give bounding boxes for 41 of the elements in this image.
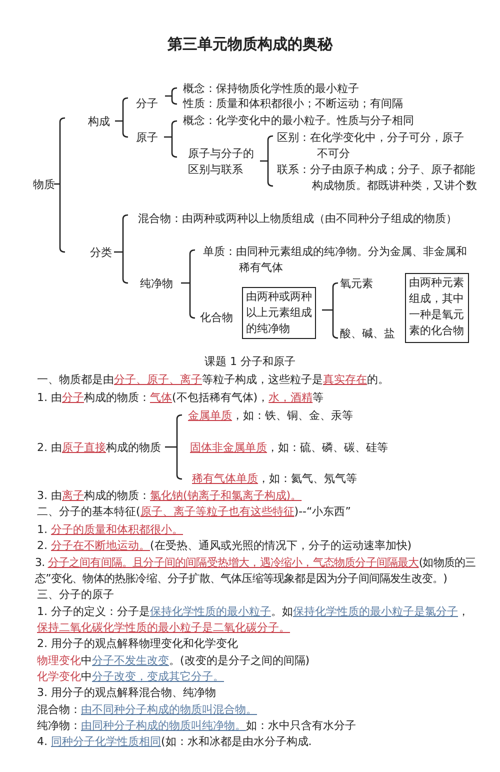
note-line: 混合物：由不同种分子构成的物质叫混合物。 (37, 702, 257, 718)
note-line: 1. 分子的质量和体积都很小。 (37, 522, 183, 538)
note-line: 4. 同种分子化学性质相同(如：水和冰都是由水分子构成. (37, 734, 312, 750)
note-line: 物理变化中分子不发生改变。(改变的是分子之间的间隔) (37, 653, 310, 669)
note-line: 2. 由原子直接构成的物质 (37, 440, 161, 456)
definition-text: 单质：由同种元素组成的纯净物。分为金属、非金属和稀有气体 (203, 244, 468, 276)
subheading: 2. 用分子的观点解释物理变化和化学变化 (37, 636, 238, 652)
branch-term: 纯净物 (140, 276, 173, 292)
branch-term: 氧元素 (340, 276, 373, 292)
branch-term: 分子 (136, 96, 158, 112)
note-line: 固体非金属单质，如：硫、磷、碳、硅等 (190, 440, 388, 456)
note-paragraph: 1. 分子的定义：分子是保持化学性质的最小粒子。如保持化学性质的最小粒子是氯分子，保持二氧化碳化学性质的最小粒子是二氧化碳分子。 (37, 604, 470, 636)
note-line: 化学变化中分子改变，变成其它分子。 (37, 669, 224, 685)
branch-term: 分类 (90, 245, 112, 261)
definition-box: 由两种或两种以上元素组成的纯净物 (242, 287, 316, 339)
definition-text: 概念：化学变化中的最小粒子。性质与分子相同 (183, 113, 414, 129)
subheading: 三、分子的原子 (37, 587, 114, 603)
branch-term: 原子与分子的区别与联系 (188, 146, 255, 178)
note-line: 一、物质都是由分子、原子、离子等粒子构成，这些粒子是真实存在的。 (37, 372, 389, 388)
section-heading: 课题 1 分子和原子 (204, 354, 296, 370)
note-line: 2. 分子在不断地运动。(在受热、通风或光照的情况下，分子的运动速率加快) (37, 538, 412, 554)
note-line: 金属单质，如：铁、铜、金、汞等 (188, 408, 353, 424)
root-term: 物质 (33, 177, 55, 193)
definition-box: 由两种元素组成，其中一种是氧元素的化合物 (405, 273, 469, 343)
note-line: 3. 由离子构成的物质：氯化钠(钠离子和氯离子构成)。 (37, 488, 302, 504)
subheading: 3. 用分子的观点解释混合物、纯净物 (37, 685, 216, 701)
branch-term: 酸、碱、盐 (340, 326, 395, 342)
branch-term: 化合物 (200, 310, 233, 326)
definition-text: 区别：在化学变化中，分子可分，原子不可分 (277, 130, 465, 162)
definition-text: 性质：质量和体积都很小；不断运动；有间隔 (183, 96, 403, 112)
page-title: 第三单元物质构成的奥秘 (166, 36, 334, 52)
note-paragraph: 3. 分子之间有间隔。且分子间的间隔受热增大，遇冷缩小，气态物质分子间隔最大(如物质的三态”变化、物体的热胀冷缩、分子扩散、气体压缩等现象都是因为分子间间隔发生改变。) (35, 555, 477, 587)
note-line: 稀有气体单质，如：氦气、氖气等 (192, 471, 357, 487)
branch-term: 原子 (136, 130, 158, 146)
definition-text: 混合物：由两种或两种以上物质组成（由不同种分子组成的物质） (138, 211, 457, 227)
definition-text: 概念：保持物质化学性质的最小粒子 (183, 81, 359, 97)
note-line: 1. 由分子构成的物质：气体(不包括稀有气体)，水，酒精等 (37, 390, 324, 406)
note-line: 纯净物：由同种分子构成的物质叫纯净物。如：水中只含有水分子 (37, 718, 356, 734)
branch-term: 构成 (88, 114, 110, 130)
definition-text: 联系：分子由原子构成；分子、原子都能构成物质。都既讲种类，又讲个数 (277, 162, 478, 194)
note-line: 二、分子的基本特征(原子、离子等粒子也有这些特征)--“小东西” (37, 504, 351, 520)
